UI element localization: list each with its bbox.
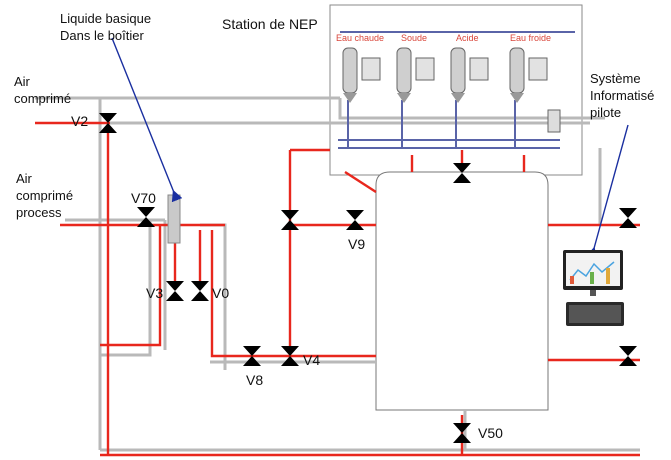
main-vessel [375,171,549,411]
systeme-label: Système Informatisé pilote [590,71,655,120]
tank-label-acide: Acide [456,33,479,43]
valve-label-v9: V9 [348,236,366,252]
tank-label-eau-chaude: Eau chaude [336,33,385,43]
keyboard-icon [566,302,624,326]
valve-icon[interactable] [243,346,261,366]
valve-icon[interactable] [99,113,117,133]
valve-icon[interactable] [166,281,184,301]
systeme-callout-line [586,124,629,259]
valve-label-v70: V70 [131,190,156,206]
tank-label-soude: Soude [401,33,428,43]
valve-icon[interactable] [619,346,637,366]
liquide-callout-line [111,37,183,203]
valve-icon[interactable] [137,207,155,227]
basic-liquid-box [167,194,181,244]
cip-tank-icon [450,47,489,103]
liquide-label: Liquide basique Dans le boîtier [60,11,152,43]
valve-label-v2: V2 [71,113,89,129]
valve-label-v4: V4 [303,352,321,368]
computer-monitor-icon [563,250,623,296]
process-pipes [35,121,640,457]
valve-label-v50: V50 [478,425,503,441]
station-label: Station de NEP [222,16,318,32]
valve-label-v3: V3 [146,285,164,301]
cip-manifold [338,31,575,149]
valve-icon[interactable] [453,163,471,183]
cip-tanks [342,47,561,133]
cip-tank-icon [342,47,381,103]
valve-label-v0: V0 [212,285,230,301]
valve-label-v8: V8 [246,372,264,388]
valves-layer [99,113,637,443]
valve-icon[interactable] [619,208,637,228]
valve-icon[interactable] [281,210,299,230]
valve-icon[interactable] [346,210,364,230]
valve-icon[interactable] [281,346,299,366]
tank-label-eau-froide: Eau froide [510,33,552,43]
valve-icon[interactable] [453,423,471,443]
cip-outlet-fitting [547,109,561,133]
air-label: Air comprimé [14,74,72,106]
valve-icon[interactable] [191,281,209,301]
cip-tank-icon [396,47,435,103]
cip-tank-icon [509,47,548,103]
air-process-label: Air comprimé process [16,171,74,220]
